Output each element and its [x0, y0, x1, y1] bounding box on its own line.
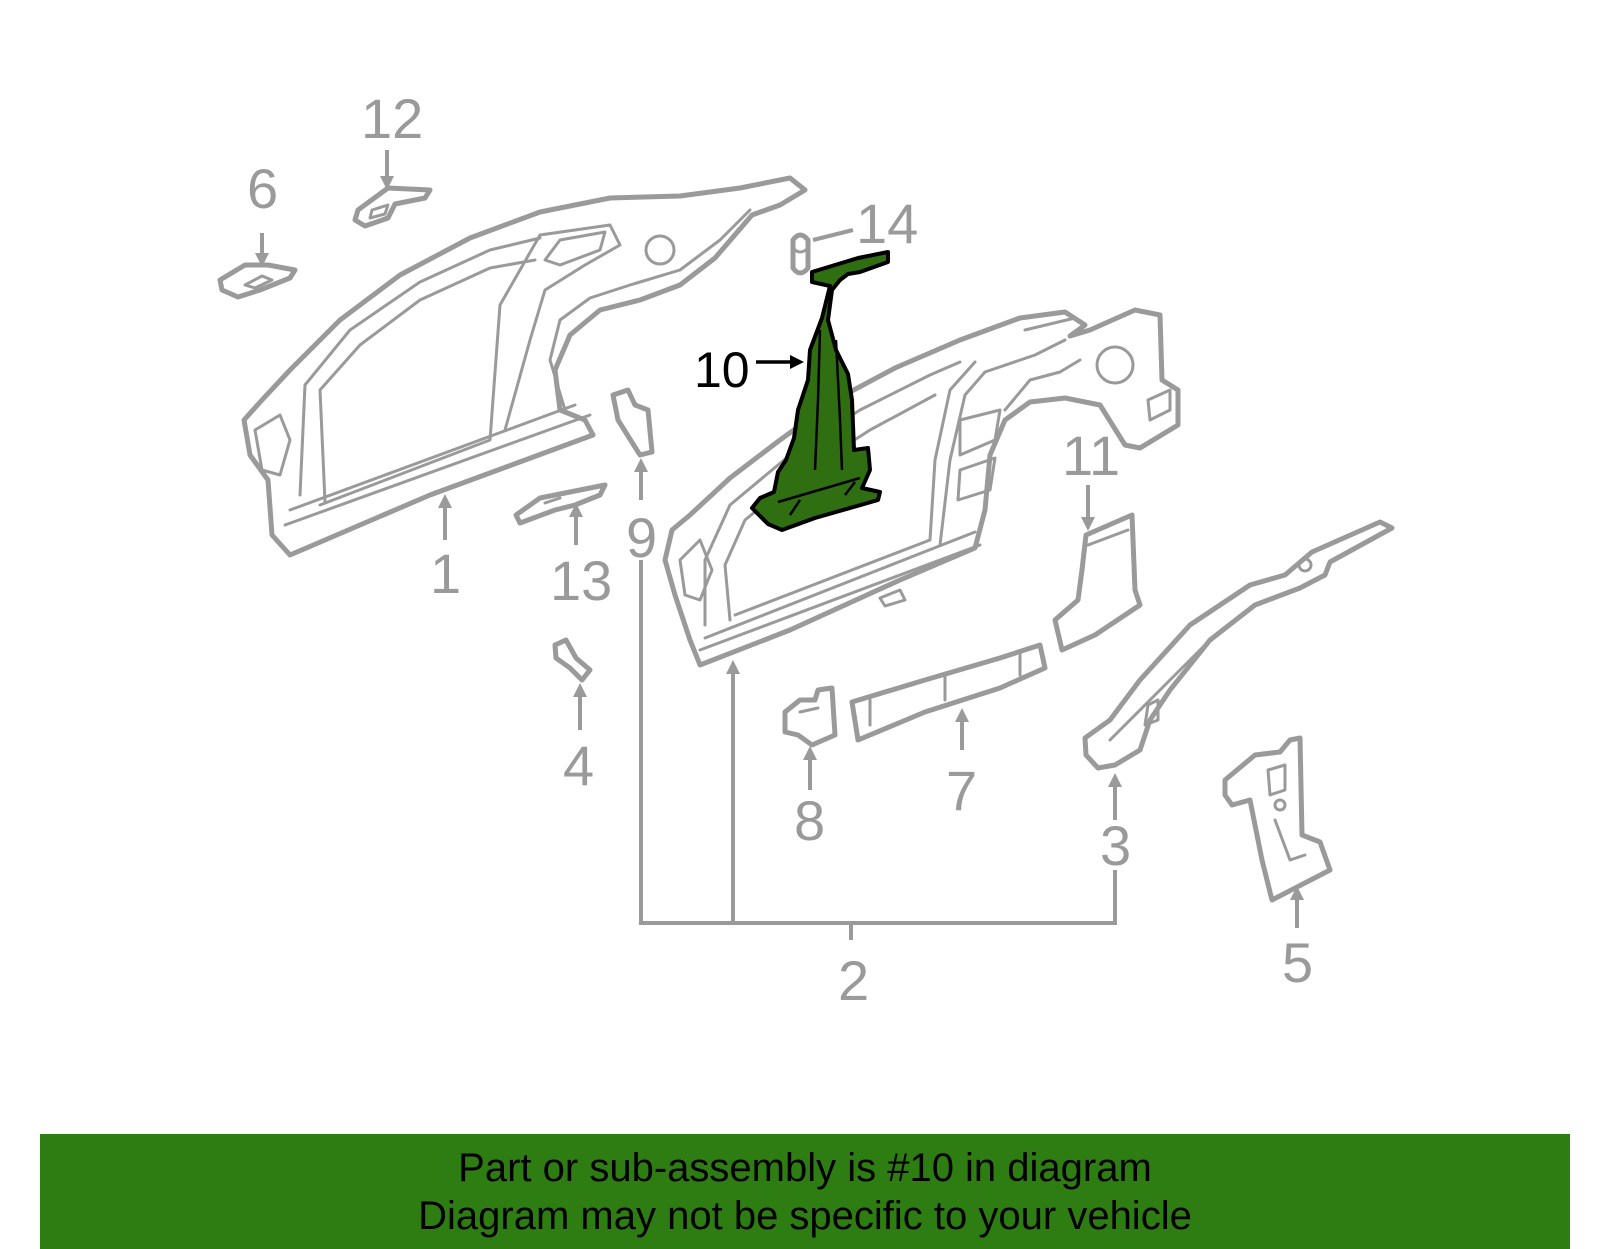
disclaimer-banner: Part or sub-assembly is #10 in diagram D…: [40, 1134, 1570, 1249]
callout-6: 6: [247, 157, 278, 220]
callout-4: 4: [563, 734, 594, 797]
callout-labels: 12 6 14 10 11 9 1 13 4 7 8 3 5 2: [247, 87, 1313, 1012]
callout-1: 1: [430, 542, 461, 605]
callout-7: 7: [946, 759, 977, 822]
banner-line-1: Part or sub-assembly is #10 in diagram: [458, 1146, 1152, 1190]
part-7-rocker-reinforcement[interactable]: [849, 642, 1048, 743]
part-11-panel[interactable]: [1052, 512, 1143, 653]
part-3-rail[interactable]: [1082, 519, 1395, 771]
banner-line-2: Diagram may not be specific to your vehi…: [418, 1194, 1192, 1238]
leader-lines: [255, 150, 1304, 940]
part-12-bracket[interactable]: [352, 185, 433, 229]
callout-8: 8: [794, 789, 825, 852]
part-4-bracket[interactable]: [552, 637, 593, 683]
callout-11: 11: [1062, 424, 1120, 487]
part-10-pillar-highlighted[interactable]: [750, 250, 890, 532]
callout-2: 2: [838, 949, 869, 1012]
part-5-pillar-lower[interactable]: [1222, 735, 1333, 903]
callout-14: 14: [856, 192, 918, 255]
callout-12: 12: [361, 87, 423, 150]
callout-13: 13: [550, 549, 612, 612]
callout-10: 10: [694, 342, 750, 398]
part-8-bracket[interactable]: [782, 685, 838, 748]
part-14-plug[interactable]: [790, 232, 811, 276]
part-9-reinforcement[interactable]: [610, 387, 655, 458]
part-1-outer-side-panel[interactable]: [241, 175, 808, 558]
part-6-bracket[interactable]: [217, 262, 298, 300]
callout-5: 5: [1282, 931, 1313, 994]
callout-9: 9: [626, 506, 657, 569]
callout-3: 3: [1100, 814, 1131, 877]
part-13-bracket[interactable]: [513, 482, 608, 526]
